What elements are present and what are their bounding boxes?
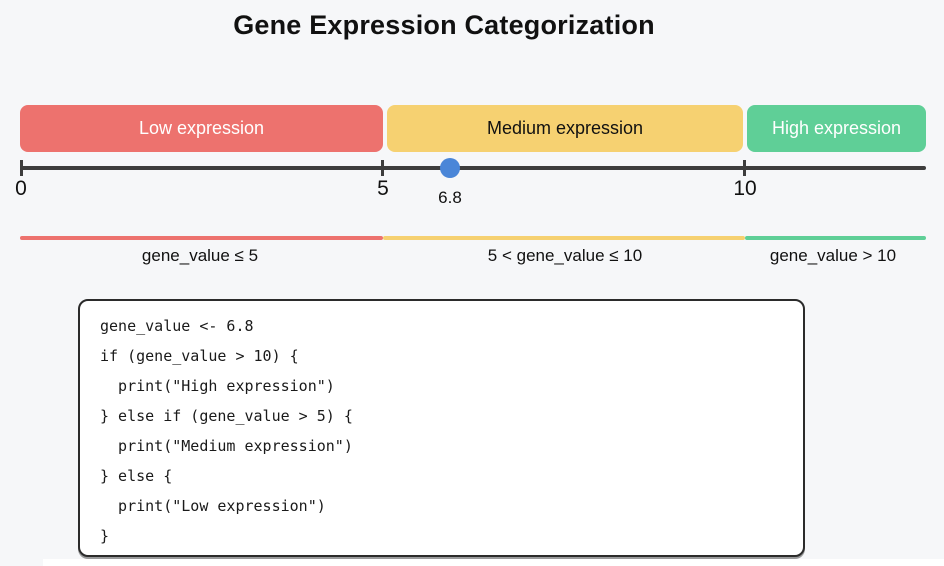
code-line: print("Medium expression")	[100, 437, 353, 455]
axis-tick-label-10: 10	[733, 177, 757, 200]
axis-tick-5	[381, 160, 384, 176]
band-low-expression: Low expression	[20, 105, 383, 152]
segment-line-high	[745, 236, 926, 240]
band-medium-expression: Medium expression	[387, 105, 743, 152]
axis-tick-0	[20, 160, 23, 176]
page-title: Gene Expression Categorization	[233, 10, 655, 40]
code-line: } else {	[100, 467, 173, 485]
segment-line-low	[20, 236, 383, 240]
code-line: }	[100, 527, 110, 545]
bottom-white-strip	[43, 559, 944, 566]
band-high-expression: High expression	[747, 105, 926, 152]
band-high-label: High expression	[771, 118, 902, 138]
code-line: gene_value <- 6.8	[100, 317, 254, 335]
axis-tick-label-0: 0	[15, 177, 27, 200]
band-low-label: Low expression	[138, 118, 265, 138]
segment-condition-medium: 5 < gene_value ≤ 10	[487, 246, 643, 265]
segment-condition-high: gene_value > 10	[769, 246, 897, 265]
code-line: print("Low expression")	[100, 497, 326, 515]
axis-tick-label-5: 5	[377, 177, 389, 200]
code-block: gene_value <- 6.8 if (gene_value > 10) {…	[78, 299, 805, 557]
code-line: } else if (gene_value > 5) {	[100, 407, 353, 425]
number-line-axis	[20, 166, 926, 170]
value-marker-label: 6.8	[438, 188, 462, 207]
segment-condition-low: gene_value ≤ 5	[141, 246, 259, 265]
code-line: if (gene_value > 10) {	[100, 347, 299, 365]
segment-line-medium	[383, 236, 745, 240]
code-line: print("High expression")	[100, 377, 335, 395]
band-medium-label: Medium expression	[486, 118, 644, 138]
axis-tick-10	[743, 160, 746, 176]
value-marker-dot[interactable]	[440, 158, 460, 178]
